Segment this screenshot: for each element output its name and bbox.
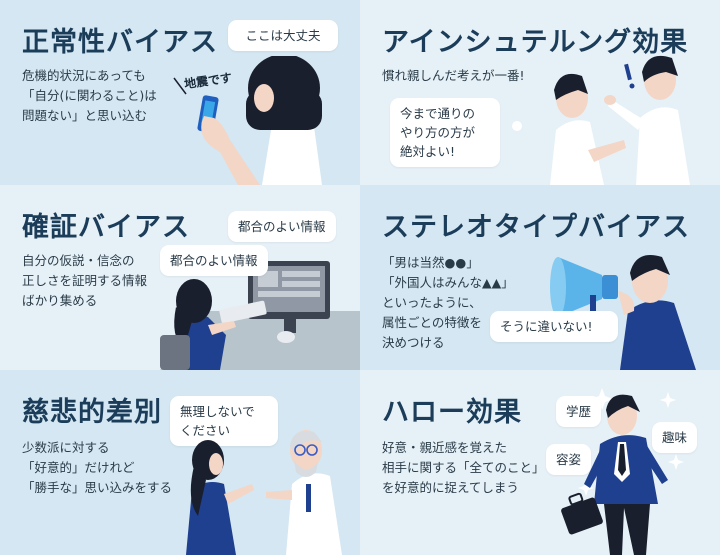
- speech-bubble: 容姿: [546, 444, 592, 475]
- panel-normalcy-bias: 正常性バイアス 危機的状況にあっても 「自分(に関わること)は 問題ない」と思い…: [0, 0, 360, 185]
- man-with-megaphone-illustration: [550, 255, 696, 370]
- speech-bubble: 今まで通りの やり方の方が 絶対よい!: [390, 98, 500, 167]
- panel-description: 慣れ親しんだ考えが一番!: [382, 68, 525, 83]
- panel-halo-effect: ハロー効果 好意・親近感を覚えた 相手に関する「全てのこと」 を好意的に捉えてし…: [360, 370, 720, 555]
- two-men-arguing-illustration: [550, 55, 690, 185]
- speech-bubble: ここは大丈夫: [228, 20, 338, 51]
- panel-title: 慈悲的差別: [22, 397, 162, 428]
- woman-with-phone-illustration: [173, 56, 322, 185]
- panel-title: 確証バイアス: [22, 212, 190, 243]
- panel-description: 少数派に対する 「好意的」だけれど 「勝手な」思い込みをする: [22, 440, 173, 495]
- panel-title: 正常性バイアス: [22, 27, 218, 58]
- speech-bubble: そうに違いない!: [490, 311, 618, 342]
- bubble-dot: [512, 121, 522, 131]
- panel-title: ハロー効果: [382, 397, 522, 428]
- panel-stereotype-bias: ステレオタイプバイアス 「男は当然●●」 「外国人はみんな▲▲」 といったように…: [360, 185, 720, 370]
- woman-and-elderly-man-illustration: [186, 430, 342, 555]
- panel-description: 自分の仮説・信念の 正しさを証明する情報 ばかり集める: [22, 253, 148, 308]
- panel-benevolent-discrimination: 慈悲的差別 少数派に対する 「好意的」だけれど 「勝手な」思い込みをする 無理し…: [0, 370, 360, 555]
- panel-title: アインシュテルング効果: [382, 27, 689, 58]
- speech-bubble: 都合のよい情報: [228, 211, 336, 242]
- panel-description: 「男は当然●●」 「外国人はみんな▲▲」 といったように、 属性ごとの特徴を 決…: [382, 255, 514, 350]
- woman-at-computer-illustration: [160, 261, 360, 370]
- panel-title: ステレオタイプバイアス: [382, 212, 690, 243]
- panel-description: 危機的状況にあっても 「自分(に関わること)は 問題ない」と思い込む: [22, 68, 157, 123]
- panel-confirmation-bias: 確証バイアス 自分の仮説・信念の 正しさを証明する情報 ばかり集める 都合のよい…: [0, 185, 360, 370]
- panel-einstellung-effect: アインシュテルング効果 慣れ親しんだ考えが一番! 今まで通りの やり方の方が 絶…: [360, 0, 720, 185]
- speech-bubble: 無理しないで ください: [170, 396, 278, 446]
- businessman-with-briefcase-illustration: [561, 388, 684, 555]
- speech-bubble: 都合のよい情報: [160, 245, 268, 276]
- speech-bubble: 趣味: [652, 422, 698, 453]
- speech-bubble: 学歴: [556, 396, 602, 427]
- panel-description: 好意・親近感を覚えた 相手に関する「全てのこと」 を好意的に捉えてしまう: [382, 440, 545, 495]
